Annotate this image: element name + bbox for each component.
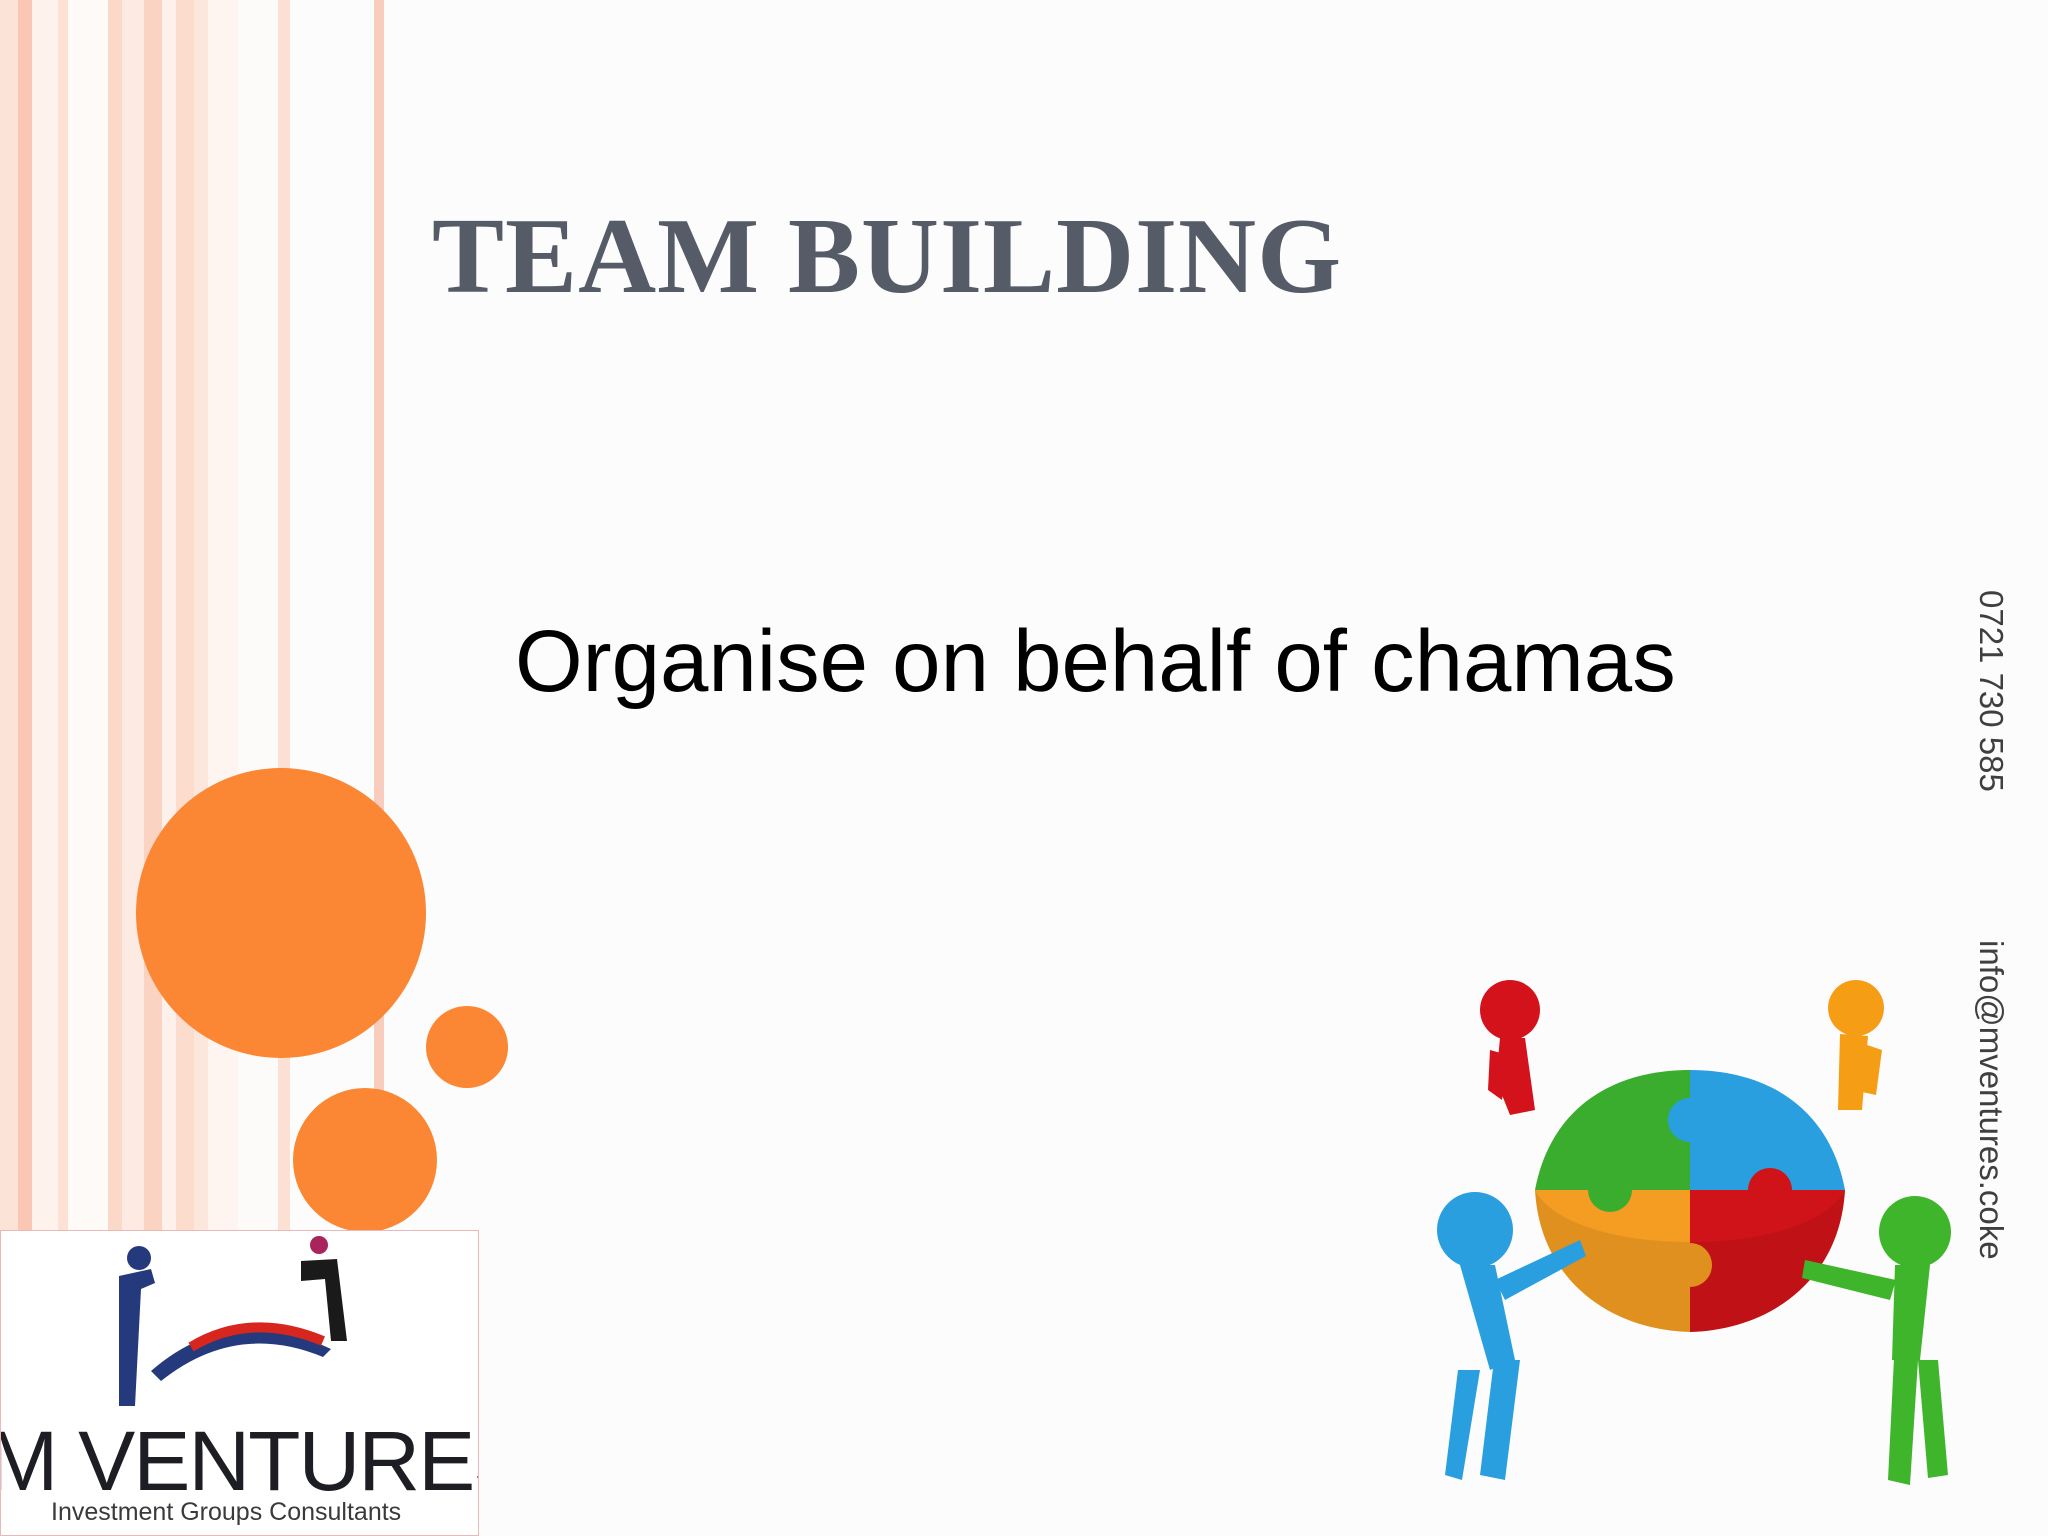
medium-orange-circle: [293, 1088, 437, 1232]
red-figure: [1480, 980, 1540, 1115]
orange-circles: [136, 768, 508, 1232]
logo-tagline: Investment Groups Consultants: [51, 1498, 402, 1526]
slide-subtitle: Organise on behalf of chamas: [515, 613, 1676, 710]
team-puzzle-illustration: [1437, 980, 1951, 1485]
logo-name: M VENTURES: [1, 1414, 478, 1508]
contact-phone: 0721 730 585: [1973, 590, 2010, 792]
small-orange-circle: [426, 1006, 508, 1088]
orange-figure: [1828, 980, 1884, 1110]
logo-figures-icon: [119, 1236, 347, 1406]
blue-figure: [1437, 1192, 1586, 1480]
company-logo: M VENTURES Investment Groups Consultants: [0, 1230, 479, 1536]
slide-title: TEAM BUILDING: [432, 197, 1343, 316]
green-figure: [1802, 1196, 1951, 1485]
contact-email: info@mventures.coke: [1973, 940, 2010, 1260]
puzzle-disc: [1535, 1070, 1845, 1332]
large-orange-circle: [136, 768, 426, 1058]
